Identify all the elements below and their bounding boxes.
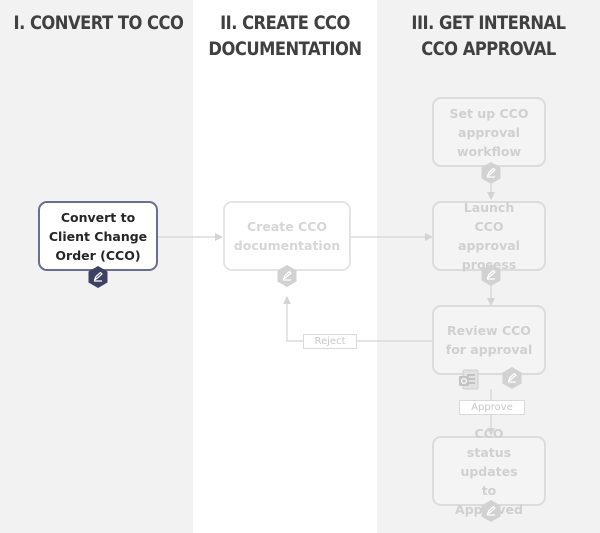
- lane-title-3-line1: III. GET INTERNAL: [411, 12, 566, 34]
- pencil-hexagon-icon[interactable]: [481, 264, 501, 286]
- pencil-hexagon-icon[interactable]: [481, 162, 501, 184]
- pencil-hexagon-icon[interactable]: [502, 367, 522, 389]
- approve-label: Approve: [459, 400, 525, 415]
- lane-title-1-text: I. CONVERT TO CCO: [13, 12, 184, 34]
- node-set-up-approval-workflow-label: Set up CCO approval workflow: [449, 105, 529, 159]
- node-set-up-approval-workflow[interactable]: Set up CCO approval workflow: [432, 97, 546, 167]
- node-convert-to-cco-label: Convert to Client Change Order (CCO): [48, 209, 148, 263]
- node-convert-to-cco[interactable]: Convert to Client Change Order (CCO): [38, 201, 158, 271]
- lane-title-2-line1: II. CREATE CCO: [220, 12, 350, 34]
- reject-label: Reject: [303, 334, 357, 349]
- node-create-cco-documentation-label: Create CCO documentation: [233, 219, 341, 253]
- pencil-hexagon-icon[interactable]: [277, 265, 297, 287]
- node-status-updates-to-approved[interactable]: CCO status updates to Approved: [432, 426, 546, 517]
- node-review-for-approval-label: Review CCO for approval: [445, 323, 533, 357]
- node-status-updates-to-approved-label: CCO status updates to Approved: [455, 425, 523, 517]
- lane-title-2: II. CREATE CCO DOCUMENTATION: [200, 10, 370, 62]
- lane-title-3-line2: CCO APPROVAL: [421, 38, 556, 60]
- node-create-cco-documentation[interactable]: Create CCO documentation: [223, 201, 351, 271]
- document-icon[interactable]: [458, 369, 480, 391]
- node-launch-approval-process-label: Launch CCO approval process: [458, 200, 520, 272]
- arrow-review-reject-to-create: [283, 296, 433, 342]
- node-review-for-approval[interactable]: Review CCO for approval: [432, 305, 546, 375]
- pencil-hexagon-icon[interactable]: [481, 500, 501, 522]
- lane-title-1: I. CONVERT TO CCO: [14, 10, 184, 36]
- node-launch-approval-process[interactable]: Launch CCO approval process: [432, 200, 546, 272]
- pencil-hexagon-icon[interactable]: [88, 266, 108, 288]
- lane-title-2-line2: DOCUMENTATION: [208, 38, 362, 60]
- lane-title-3: III. GET INTERNAL CCO APPROVAL: [393, 10, 585, 62]
